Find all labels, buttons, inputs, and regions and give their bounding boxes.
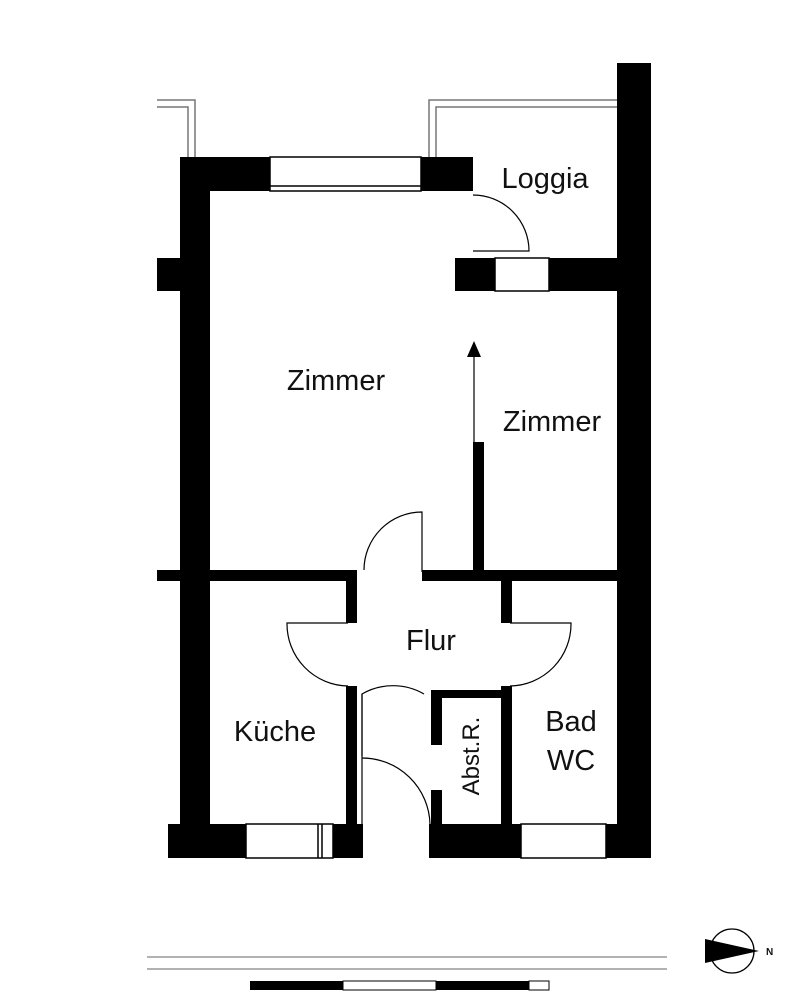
- wall-top-right: [421, 157, 473, 191]
- railing-loggia: [428, 99, 617, 157]
- scale-bar: [147, 956, 667, 991]
- window-kitchen: [245, 823, 334, 859]
- door-bad: [509, 622, 572, 687]
- door-loggia: [472, 194, 530, 252]
- compass: N: [705, 928, 773, 974]
- doors: [286, 194, 572, 825]
- wall-abst-left-top: [431, 690, 442, 745]
- compass-north-letter: N: [766, 947, 773, 958]
- railings: [157, 99, 617, 157]
- windows: [245, 156, 607, 859]
- window-bad: [520, 823, 607, 859]
- wall-right: [617, 63, 651, 858]
- arrow-head: [467, 341, 481, 357]
- wall-abst-right: [501, 686, 512, 856]
- room-label-zimmer-side: Zimmer: [503, 406, 602, 438]
- room-label-kueche: Küche: [234, 716, 316, 748]
- room-label-loggia: Loggia: [501, 163, 589, 195]
- railing-left-inner: [157, 106, 189, 157]
- wall-bottom-right: [606, 824, 651, 858]
- room-label-flur: Flur: [406, 625, 456, 657]
- room-label-zimmer-main: Zimmer: [287, 365, 386, 397]
- wall-flur-left: [346, 578, 357, 623]
- scale-segment-4: [528, 980, 550, 991]
- window-loggia: [494, 257, 550, 292]
- room-label-abstellraum: Abst.R.: [458, 717, 485, 796]
- wall-bottom-left: [168, 824, 246, 858]
- wall-abst-left-bottom: [431, 790, 442, 830]
- wall-loggia-left: [455, 258, 495, 291]
- door-entrance-bottom: [361, 757, 431, 825]
- wall-left-stub: [157, 258, 187, 291]
- direction-arrow: [467, 341, 481, 442]
- scale-segment-2: [342, 980, 437, 991]
- wall-loggia-right: [549, 258, 619, 291]
- wall-partition: [473, 442, 484, 577]
- room-label-wc: WC: [547, 745, 595, 777]
- railing-loggia-inner: [435, 106, 617, 157]
- door-entrance-top: [361, 685, 425, 756]
- railing-left: [157, 99, 196, 157]
- room-label-bad: Bad: [545, 706, 597, 738]
- wall-bottom-mid-left: [333, 824, 363, 858]
- window-top: [269, 156, 422, 192]
- door-zimmer: [363, 511, 423, 572]
- wall-middle-left: [157, 570, 357, 581]
- wall-abst-top: [431, 690, 503, 698]
- door-kueche: [286, 622, 349, 687]
- walls: [157, 63, 651, 858]
- scale-segment-1: [250, 981, 343, 990]
- wall-kitchen-right: [346, 686, 357, 856]
- wall-flur-right: [501, 578, 512, 623]
- compass-needle-icon: [705, 939, 759, 963]
- scale-segment-3: [436, 981, 529, 990]
- room-labels: Loggia Zimmer Zimmer Flur Küche Bad WC A…: [234, 163, 602, 795]
- wall-bottom-mid: [429, 824, 521, 858]
- wall-middle-right: [422, 570, 622, 581]
